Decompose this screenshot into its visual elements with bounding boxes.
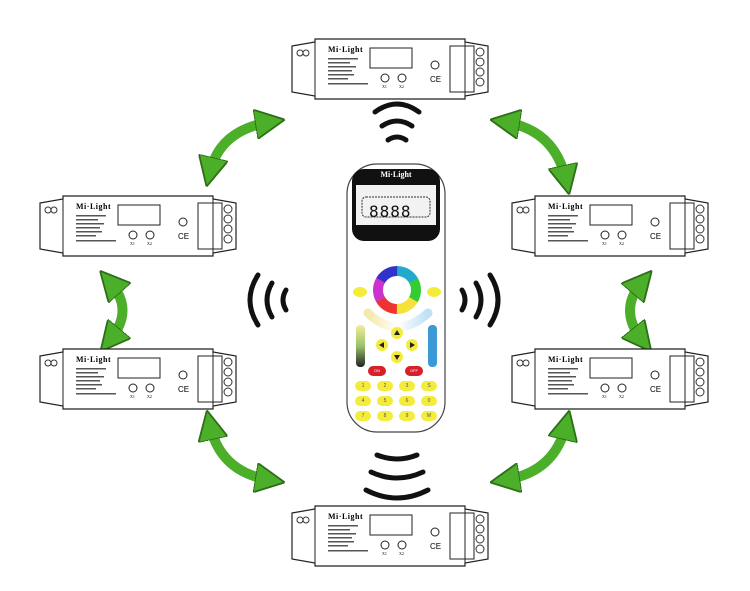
ce-mark: CE (430, 542, 442, 551)
bidirectional-arrow (110, 282, 123, 340)
white-temperature-slider (363, 308, 433, 332)
output-x1-label: X1 (602, 241, 607, 246)
controller-body (291, 38, 489, 100)
keypad-button[interactable]: 2 (377, 381, 393, 391)
ce-mark: CE (650, 385, 662, 394)
signal-waves-bottom (363, 452, 431, 501)
keypad-button[interactable]: 4 (355, 396, 371, 406)
keypad-button[interactable]: 5 (377, 396, 393, 406)
controller-right-lower: Mi·Light X1 X2 CE (510, 348, 710, 410)
keypad-button[interactable]: 6 (399, 396, 415, 406)
output-x2-label: X2 (399, 84, 404, 89)
output-x1-label: X1 (130, 394, 135, 399)
controller-brand-logo: Mi·Light (76, 355, 112, 364)
bidirectional-arrow (210, 425, 270, 480)
off-button[interactable]: OFF (405, 366, 423, 376)
keypad-button[interactable]: M (421, 411, 437, 421)
controller-body (39, 195, 237, 257)
output-x1-label: X1 (602, 394, 607, 399)
controller-body (511, 348, 709, 410)
bidirectional-arrow (505, 122, 566, 180)
keypad-button[interactable]: 1 (355, 381, 371, 391)
output-x2-label: X2 (147, 394, 152, 399)
controller-body (291, 505, 489, 567)
keypad-button[interactable]: 9 (399, 411, 415, 421)
output-x2-label: X2 (147, 241, 152, 246)
mode-button-left (353, 287, 367, 297)
on-button[interactable]: ON (368, 366, 386, 376)
controller-brand-logo: Mi·Light (328, 512, 364, 521)
bidirectional-arrow (210, 122, 270, 172)
controller-body (39, 348, 237, 410)
signal-waves-right (459, 272, 501, 328)
mode-button-right (427, 287, 441, 297)
lcd-digits: 8888 (369, 202, 412, 221)
ce-mark: CE (178, 385, 190, 394)
ce-mark: CE (178, 232, 190, 241)
output-x2-label: X2 (619, 394, 624, 399)
keypad-button[interactable]: 8 (377, 411, 393, 421)
color-wheel (373, 266, 421, 314)
speed-slider (428, 325, 437, 367)
ce-mark: CE (430, 75, 442, 84)
signal-waves-left (247, 272, 289, 328)
controller-left-lower: Mi·Light X1 X2 CE (38, 348, 238, 410)
brightness-slider (356, 325, 365, 367)
output-x1-label: X1 (382, 551, 387, 556)
output-x2-label: X2 (619, 241, 624, 246)
controller-brand-logo: Mi·Light (76, 202, 112, 211)
controller-left-upper: Mi·Light X1 X2 CE (38, 195, 238, 257)
controller-top: Mi·Light X1 X2 CE (290, 38, 490, 100)
controller-brand-logo: Mi·Light (548, 202, 584, 211)
bidirectional-arrow (630, 282, 642, 340)
remote-brand-logo: Mi·Light (380, 170, 412, 179)
keypad-button[interactable]: 3 (399, 381, 415, 391)
bidirectional-arrow (505, 425, 566, 480)
output-x1-label: X1 (382, 84, 387, 89)
signal-waves-top (372, 101, 422, 143)
controller-body (511, 195, 709, 257)
controller-brand-logo: Mi·Light (548, 355, 584, 364)
keypad-button[interactable]: S (421, 381, 437, 391)
lcd-screen (356, 185, 436, 225)
ce-mark: CE (650, 232, 662, 241)
keypad-button[interactable]: 7 (355, 411, 371, 421)
output-x2-label: X2 (399, 551, 404, 556)
output-x1-label: X1 (130, 241, 135, 246)
keypad-button[interactable]: 0 (421, 396, 437, 406)
controller-bottom: Mi·Light X1 X2 CE (290, 505, 490, 567)
controller-brand-logo: Mi·Light (328, 45, 364, 54)
controller-right-upper: Mi·Light X1 X2 CE (510, 195, 710, 257)
